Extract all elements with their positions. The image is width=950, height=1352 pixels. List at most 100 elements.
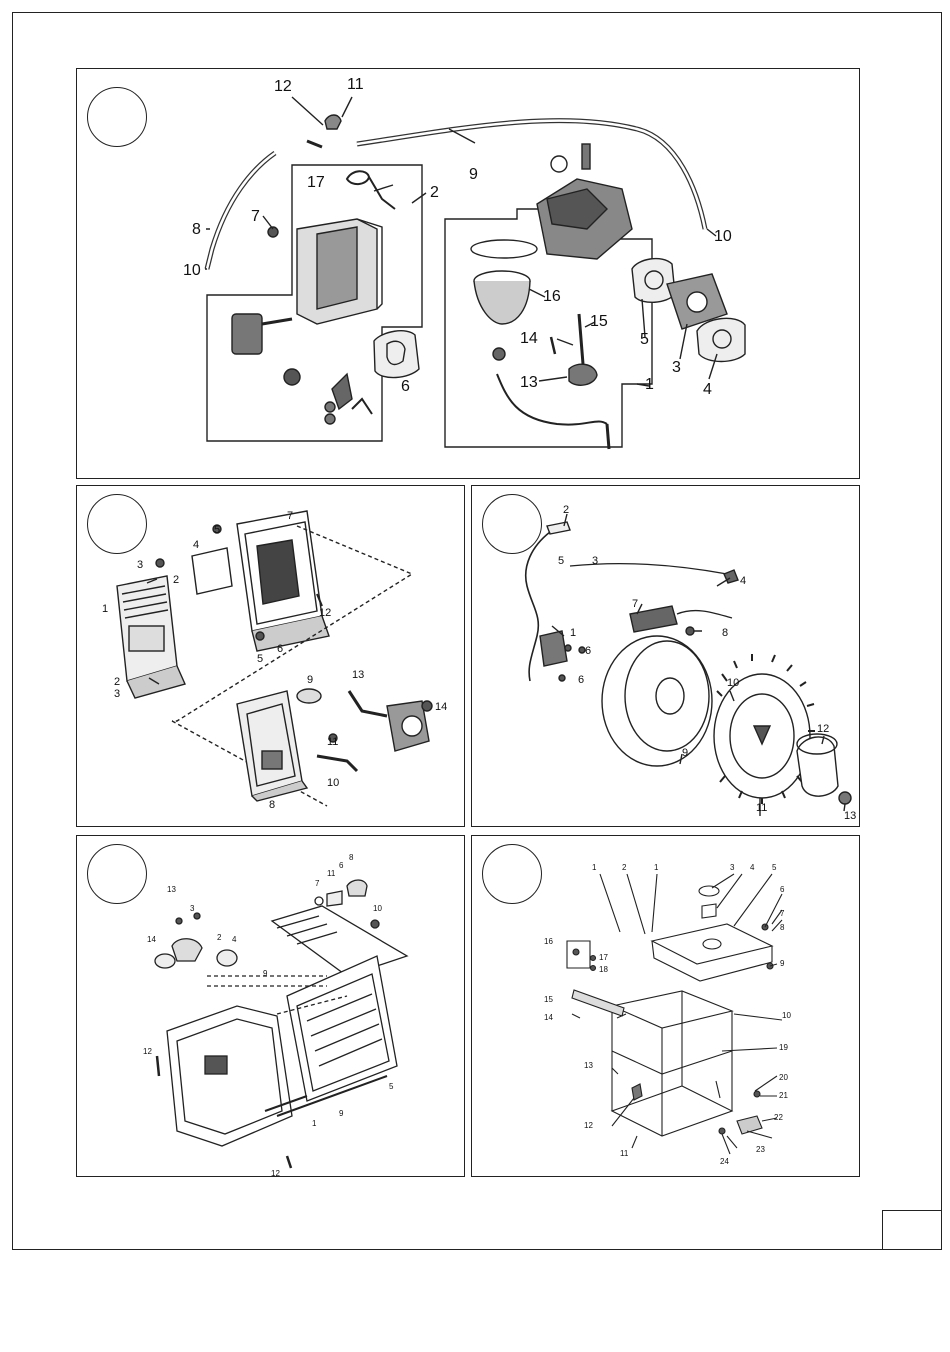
callout-label: 10 xyxy=(327,777,339,789)
callout-label: 5 xyxy=(640,331,649,348)
callout-label: 1 xyxy=(654,863,659,872)
callout-label: 7 xyxy=(780,909,785,918)
callout-label: 4 xyxy=(703,381,712,398)
air-filter-exploded-view: 1 2 2 3 3 4 5 5 6 7 8 9 10 11 12 13 14 xyxy=(77,486,465,827)
callout-label: 11 xyxy=(620,1149,629,1158)
frame-tank-panel: 1 1 2 3 4 5 6 7 8 9 10 11 12 13 14 15 16… xyxy=(471,835,860,1177)
callout-label: 2 xyxy=(173,574,179,586)
callout-label: 4 xyxy=(740,575,746,587)
callout-label: 7 xyxy=(287,510,293,522)
callout-label: 4 xyxy=(193,539,199,551)
callout-label: 13 xyxy=(584,1061,593,1070)
callout-label: 2 xyxy=(622,863,627,872)
callout-label: 13 xyxy=(352,669,364,681)
callout-label: 9 xyxy=(307,674,313,686)
callout-label: 3 xyxy=(114,688,120,700)
callout-label: 7 xyxy=(251,208,260,225)
callout-label: 8 xyxy=(722,627,728,639)
callout-label: 10 xyxy=(183,262,201,279)
callout-label: 2 xyxy=(563,504,569,516)
callout-label: 1 xyxy=(312,1119,317,1128)
callout-label: 6 xyxy=(339,861,344,870)
callout-label: 7 xyxy=(315,879,320,888)
page-number-box xyxy=(882,1210,942,1250)
callout-label: 15 xyxy=(590,313,608,330)
callout-label: 14 xyxy=(435,701,447,713)
callout-label: 3 xyxy=(592,555,598,567)
callout-label: 1 xyxy=(645,376,654,393)
callout-label: 8 xyxy=(269,799,275,811)
callout-label: 1 xyxy=(570,627,576,639)
ignition-panel: 1 2 3 4 5 6 6 7 8 9 10 11 12 13 xyxy=(471,485,860,827)
callout-label: 4 xyxy=(232,935,237,944)
callout-label: 9 xyxy=(339,1109,344,1118)
callout-label: 6 xyxy=(578,674,584,686)
callout-label: 12 xyxy=(274,78,292,95)
callout-label: 4 xyxy=(750,863,755,872)
callout-label: 3 xyxy=(190,904,195,913)
callout-label: 12 xyxy=(584,1121,593,1130)
callout-label: 15 xyxy=(544,995,553,1004)
callout-label: 11 xyxy=(327,869,336,878)
callout-label: 13 xyxy=(520,374,538,391)
callout-label: 18 xyxy=(599,965,608,974)
callout-label: 5 xyxy=(214,524,220,536)
callout-label: 23 xyxy=(756,1145,765,1154)
callout-label: 10 xyxy=(782,1011,791,1020)
callout-label: 14 xyxy=(147,935,156,944)
callout-label: 9 xyxy=(263,969,268,978)
callout-label: 1 xyxy=(592,863,597,872)
callout-label: 21 xyxy=(779,1091,788,1100)
callout-label: 12 xyxy=(143,1047,152,1056)
ignition-exploded-view: 1 2 3 4 5 6 6 7 8 9 10 11 12 13 xyxy=(472,486,860,827)
callout-label: 2 xyxy=(114,676,120,688)
callout-label: 9 xyxy=(469,166,478,183)
callout-label: 8 xyxy=(349,853,354,862)
callout-label: 8 xyxy=(780,923,785,932)
callout-label: 22 xyxy=(774,1113,783,1122)
callout-label: 14 xyxy=(520,330,538,347)
callout-label: 12 xyxy=(817,723,829,735)
callout-label: 2 xyxy=(430,184,439,201)
callout-label: 10 xyxy=(373,904,382,913)
callout-label: 10 xyxy=(714,228,732,245)
callout-label: 7 xyxy=(632,598,638,610)
callout-label: 2 xyxy=(217,933,222,942)
callout-label: 9 xyxy=(682,747,688,759)
callout-label: 16 xyxy=(544,937,553,946)
air-filter-panel: 1 2 2 3 3 4 5 5 6 7 8 9 10 11 12 13 14 xyxy=(76,485,465,827)
callout-label: 5 xyxy=(257,653,263,665)
callout-label: 3 xyxy=(672,359,681,376)
callout-label: 12 xyxy=(319,607,331,619)
callout-label: 12 xyxy=(271,1169,280,1177)
callout-label: 9 xyxy=(780,959,785,968)
muffler-panel: 1 2 3 4 5 6 7 8 9 9 10 11 12 12 13 14 xyxy=(76,835,465,1177)
callout-label: 1 xyxy=(102,603,108,615)
callout-label: 11 xyxy=(327,736,338,748)
carburetor-panel: 1 2 3 4 5 6 7 8 9 10 10 11 12 13 14 15 1… xyxy=(76,68,860,479)
callout-label: 16 xyxy=(543,288,561,305)
callout-label: 6 xyxy=(585,645,591,657)
callout-label: 5 xyxy=(558,555,564,567)
callout-label: 3 xyxy=(730,863,735,872)
callout-label: 3 xyxy=(137,559,143,571)
callout-label: 14 xyxy=(544,1013,553,1022)
callout-label: 5 xyxy=(389,1082,394,1091)
callout-label: 13 xyxy=(167,885,176,894)
callout-label: 20 xyxy=(779,1073,788,1082)
callout-label: 19 xyxy=(779,1043,788,1052)
callout-label: 11 xyxy=(756,802,767,814)
callout-label: 8 xyxy=(192,221,201,238)
callout-label: 24 xyxy=(720,1157,729,1166)
carburetor-exploded-view: 1 2 3 4 5 6 7 8 9 10 10 11 12 13 14 15 1… xyxy=(77,69,860,479)
callout-label: 17 xyxy=(307,174,325,191)
callout-label: 6 xyxy=(780,885,785,894)
callout-label: 10 xyxy=(727,677,739,689)
frame-tank-exploded-view: 1 1 2 3 4 5 6 7 8 9 10 11 12 13 14 15 16… xyxy=(472,836,860,1177)
callout-label: 6 xyxy=(401,378,410,395)
callout-label: 5 xyxy=(772,863,777,872)
callout-label: 13 xyxy=(844,810,856,822)
callout-label: 17 xyxy=(599,953,608,962)
callout-label: 6 xyxy=(277,643,283,655)
muffler-exploded-view: 1 2 3 4 5 6 7 8 9 9 10 11 12 12 13 14 xyxy=(77,836,465,1177)
